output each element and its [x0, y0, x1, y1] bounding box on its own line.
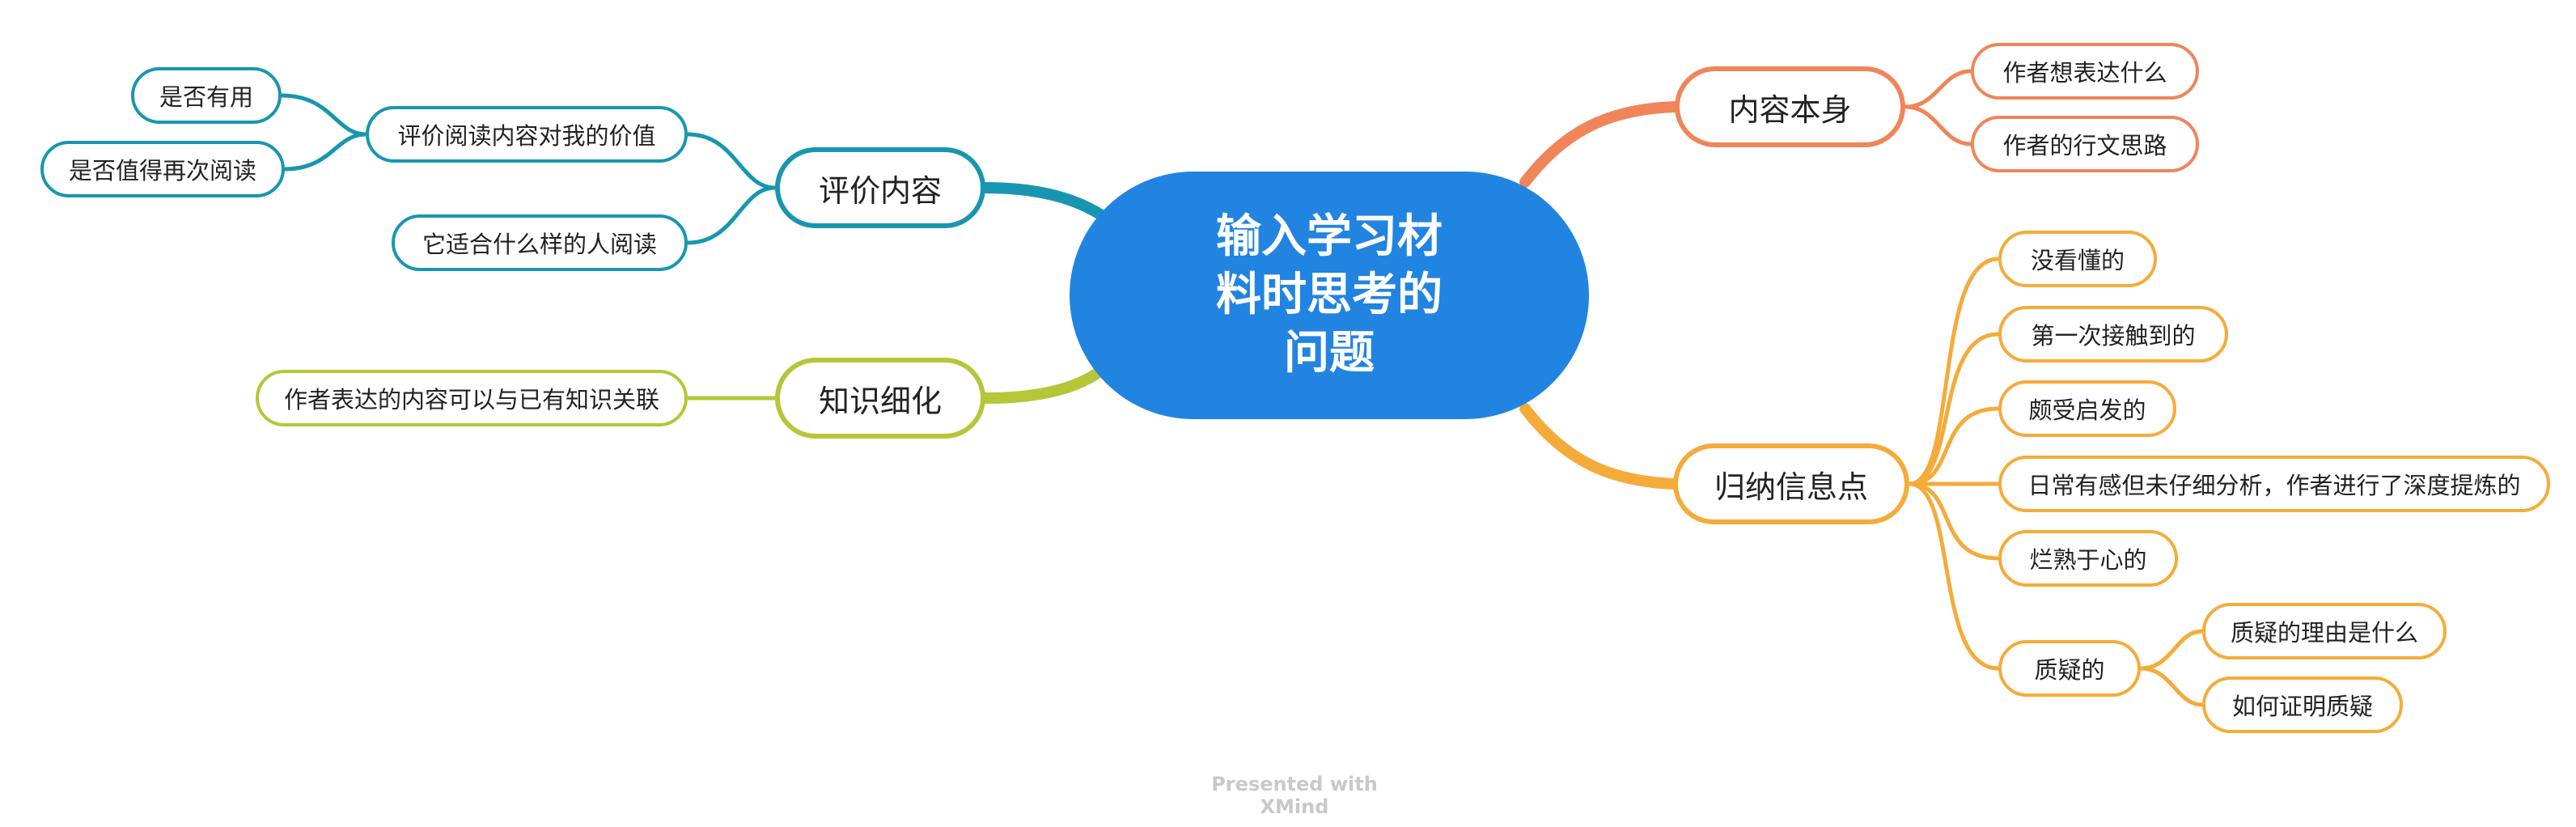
subtopic-prove-doubt[interactable]: 如何证明质疑 — [2202, 676, 2403, 733]
subtopic-label: 作者的行文思路 — [2002, 132, 2167, 159]
subtopic-label: 如何证明质疑 — [2231, 693, 2373, 720]
topic-content-itself[interactable]: 内容本身 — [1675, 66, 1905, 147]
connector-summary-child-3 — [1909, 406, 1999, 486]
subtopic-doubted[interactable]: 质疑的 — [1998, 640, 2141, 697]
subtopic-deep-refined[interactable]: 日常有感但未仔细分析，作者进行了深度提炼的 — [1998, 456, 2550, 512]
topic-label: 评价内容 — [818, 172, 942, 209]
subtopic-label: 评价阅读内容对我的价值 — [397, 122, 656, 150]
connector-summary-child-5 — [1909, 481, 1999, 561]
subtopic-label: 日常有感但未仔细分析，作者进行了深度提炼的 — [2027, 472, 2521, 499]
connector-summary-child-6 — [1909, 481, 1999, 671]
connector-evaluate-child-2 — [687, 185, 776, 245]
subtopic-label: 第一次接触到的 — [2031, 322, 2196, 350]
subtopic-label: 作者想表达什么 — [2002, 59, 2167, 87]
topic-knowledge-refine[interactable]: 知识细化 — [775, 358, 985, 439]
subtopic-label: 质疑的 — [2034, 656, 2105, 684]
connector-root-summary — [1519, 403, 1680, 490]
subtopic-author-structure[interactable]: 作者的行文思路 — [1971, 116, 2199, 172]
root-line-2: 料时思考的 — [1216, 269, 1443, 321]
topic-summarize-points[interactable]: 归纳信息点 — [1673, 443, 1909, 524]
connector-content-child-2 — [1904, 104, 1972, 146]
subtopic-label: 没看懂的 — [2030, 247, 2125, 274]
root-line-1: 输入学习材 — [1216, 210, 1443, 263]
connector-value-child-1 — [281, 93, 366, 137]
topic-label: 内容本身 — [1728, 91, 1852, 128]
subtopic-label: 烂熟于心的 — [2029, 546, 2147, 574]
subtopic-is-useful[interactable]: 是否有用 — [131, 67, 282, 124]
subtopic-label: 质疑的理由是什么 — [2230, 619, 2418, 647]
subtopic-first-encounter[interactable]: 第一次接触到的 — [1998, 306, 2228, 363]
connector-summary-child-1 — [1909, 257, 1999, 486]
subtopic-target-readers[interactable]: 它适合什么样的人阅读 — [392, 214, 688, 271]
watermark-text: Presented with XMind — [1211, 773, 1378, 818]
connector-root-content — [1519, 101, 1680, 188]
subtopic-link-existing-knowledge[interactable]: 作者表达的内容可以与已有知识关联 — [256, 370, 688, 426]
topic-label: 归纳信息点 — [1714, 469, 1868, 505]
subtopic-label: 颇受启发的 — [2028, 397, 2146, 424]
topic-evaluate-content[interactable]: 评价内容 — [775, 147, 985, 228]
topic-label: 知识细化 — [818, 383, 942, 419]
connector-root-evaluate — [980, 182, 1106, 220]
subtopic-well-known[interactable]: 烂熟于心的 — [1998, 530, 2178, 587]
root-topic[interactable]: 输入学习材 料时思考的 问题 — [1070, 172, 1589, 419]
subtopic-inspiring[interactable]: 颇受启发的 — [1998, 380, 2176, 437]
subtopic-value-to-me[interactable]: 评价阅读内容对我的价值 — [366, 106, 688, 163]
root-line-3: 问题 — [1284, 327, 1375, 380]
subtopic-label: 它适合什么样的人阅读 — [422, 231, 657, 258]
subtopic-author-intent[interactable]: 作者想表达什么 — [1971, 43, 2199, 100]
connector-value-child-2 — [284, 132, 366, 172]
subtopic-label: 是否有用 — [159, 83, 253, 111]
subtopic-not-understood[interactable]: 没看懂的 — [1998, 231, 2157, 287]
connector-evaluate-child-1 — [687, 132, 776, 190]
subtopic-worth-rereading[interactable]: 是否值得再次阅读 — [40, 141, 285, 197]
subtopic-doubt-reason[interactable]: 质疑的理由是什么 — [2202, 603, 2447, 659]
connector-content-child-1 — [1904, 69, 1972, 109]
connector-doubt-child-2 — [2140, 666, 2203, 707]
subtopic-label: 是否值得再次阅读 — [68, 157, 256, 184]
connector-doubt-child-1 — [2140, 629, 2203, 671]
subtopic-label: 作者表达的内容可以与已有知识关联 — [283, 386, 659, 414]
connector-summary-child-2 — [1909, 332, 1999, 486]
connector-root-knowledge — [980, 368, 1102, 404]
